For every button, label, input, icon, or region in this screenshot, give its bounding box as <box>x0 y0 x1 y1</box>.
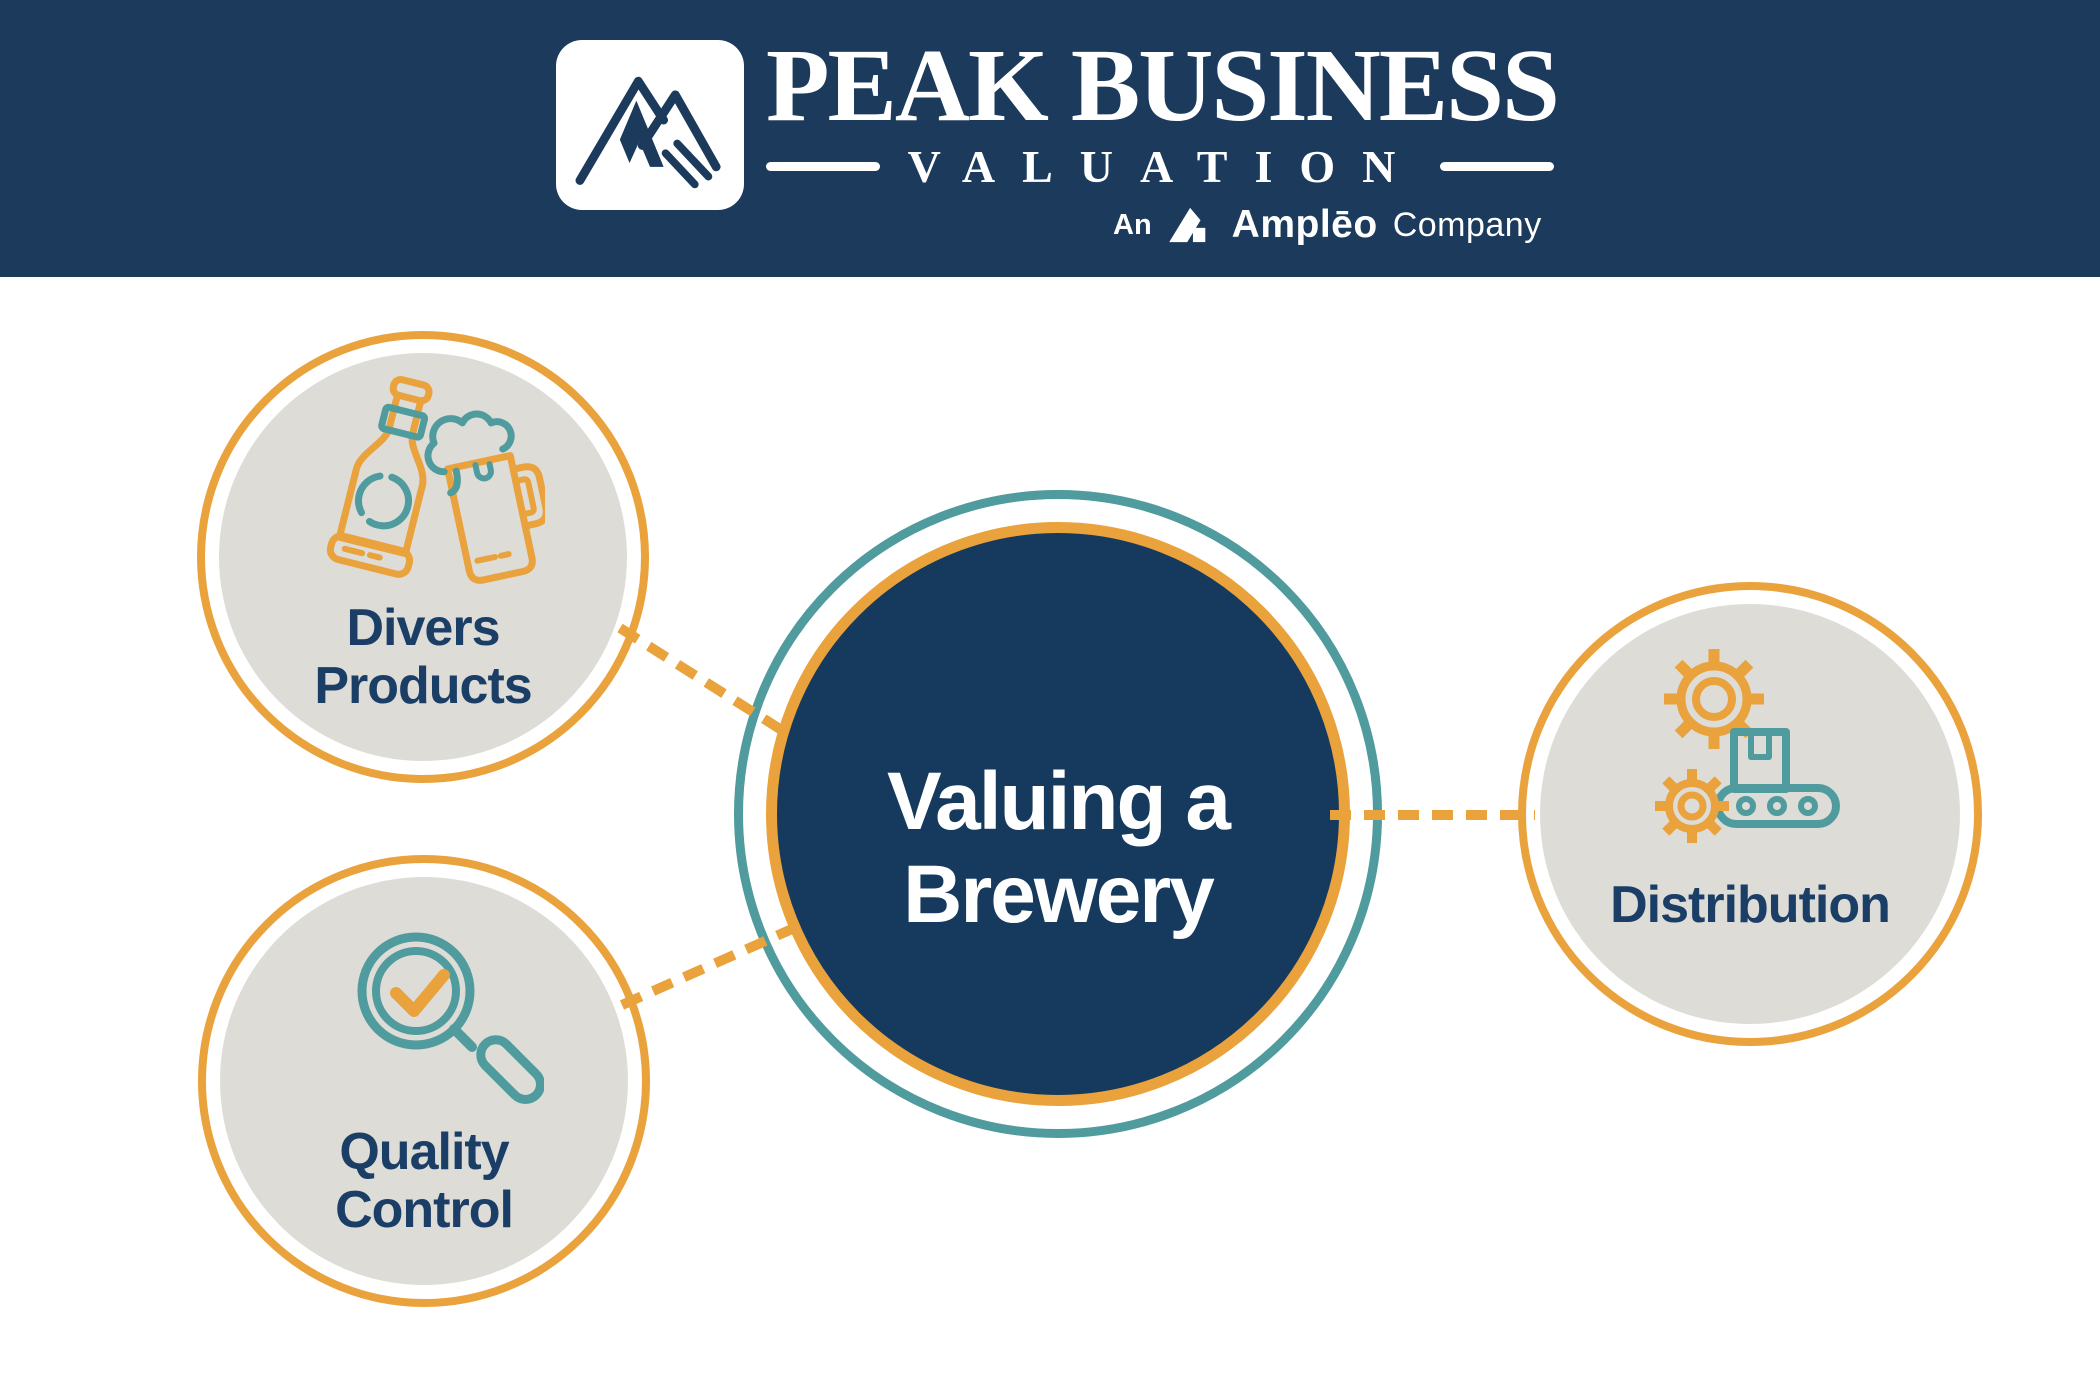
node-distribution: Distribution <box>1518 582 1982 1046</box>
brand-subtitle-row: VALUATION <box>766 141 1554 192</box>
right-rule <box>1440 161 1554 171</box>
header-banner: PEAK BUSINESS VALUATION An Amplēo Compan… <box>0 0 2100 277</box>
tagline-brand: Amplēo <box>1231 203 1378 246</box>
tagline-prefix: An <box>1113 208 1152 241</box>
node-label: Distribution <box>1526 876 1974 934</box>
tagline-suffix: Company <box>1392 205 1542 244</box>
node-label-line2: Products <box>314 657 532 715</box>
center-title-line1: Valuing a <box>887 756 1231 847</box>
node-quality-control: Quality Control <box>198 855 650 1307</box>
node-label-line2: Control <box>335 1181 514 1239</box>
node-valuing-a-brewery: Valuing a Brewery <box>734 490 1382 1138</box>
center-title: Valuing a Brewery <box>777 755 1339 941</box>
left-rule <box>766 161 880 171</box>
node-label-line1: Distribution <box>1610 876 1891 934</box>
peak-logo-badge <box>556 40 744 210</box>
node-divers-products: Divers Products <box>197 331 649 783</box>
brand-subtitle: VALUATION <box>907 140 1423 192</box>
mountain-logo-icon <box>575 76 721 189</box>
tagline: An Amplēo Company <box>1113 202 1542 248</box>
node-label-line1: Quality <box>339 1123 509 1181</box>
node-label: Quality Control <box>206 1123 642 1239</box>
center-title-line2: Brewery <box>903 849 1215 940</box>
node-label-line1: Divers <box>346 599 501 657</box>
node-label: Divers Products <box>205 599 641 715</box>
brand-name: PEAK BUSINESS <box>766 28 1560 143</box>
magnifying-glass-check-icon <box>357 932 544 1104</box>
ampleo-mark-icon <box>1168 207 1205 243</box>
beer-bottle-and-mug-icon <box>326 376 545 584</box>
node-circle-fill <box>220 877 628 1285</box>
gears-conveyor-belt-icon <box>1655 649 1840 843</box>
center-circle-fill: Valuing a Brewery <box>766 522 1350 1106</box>
